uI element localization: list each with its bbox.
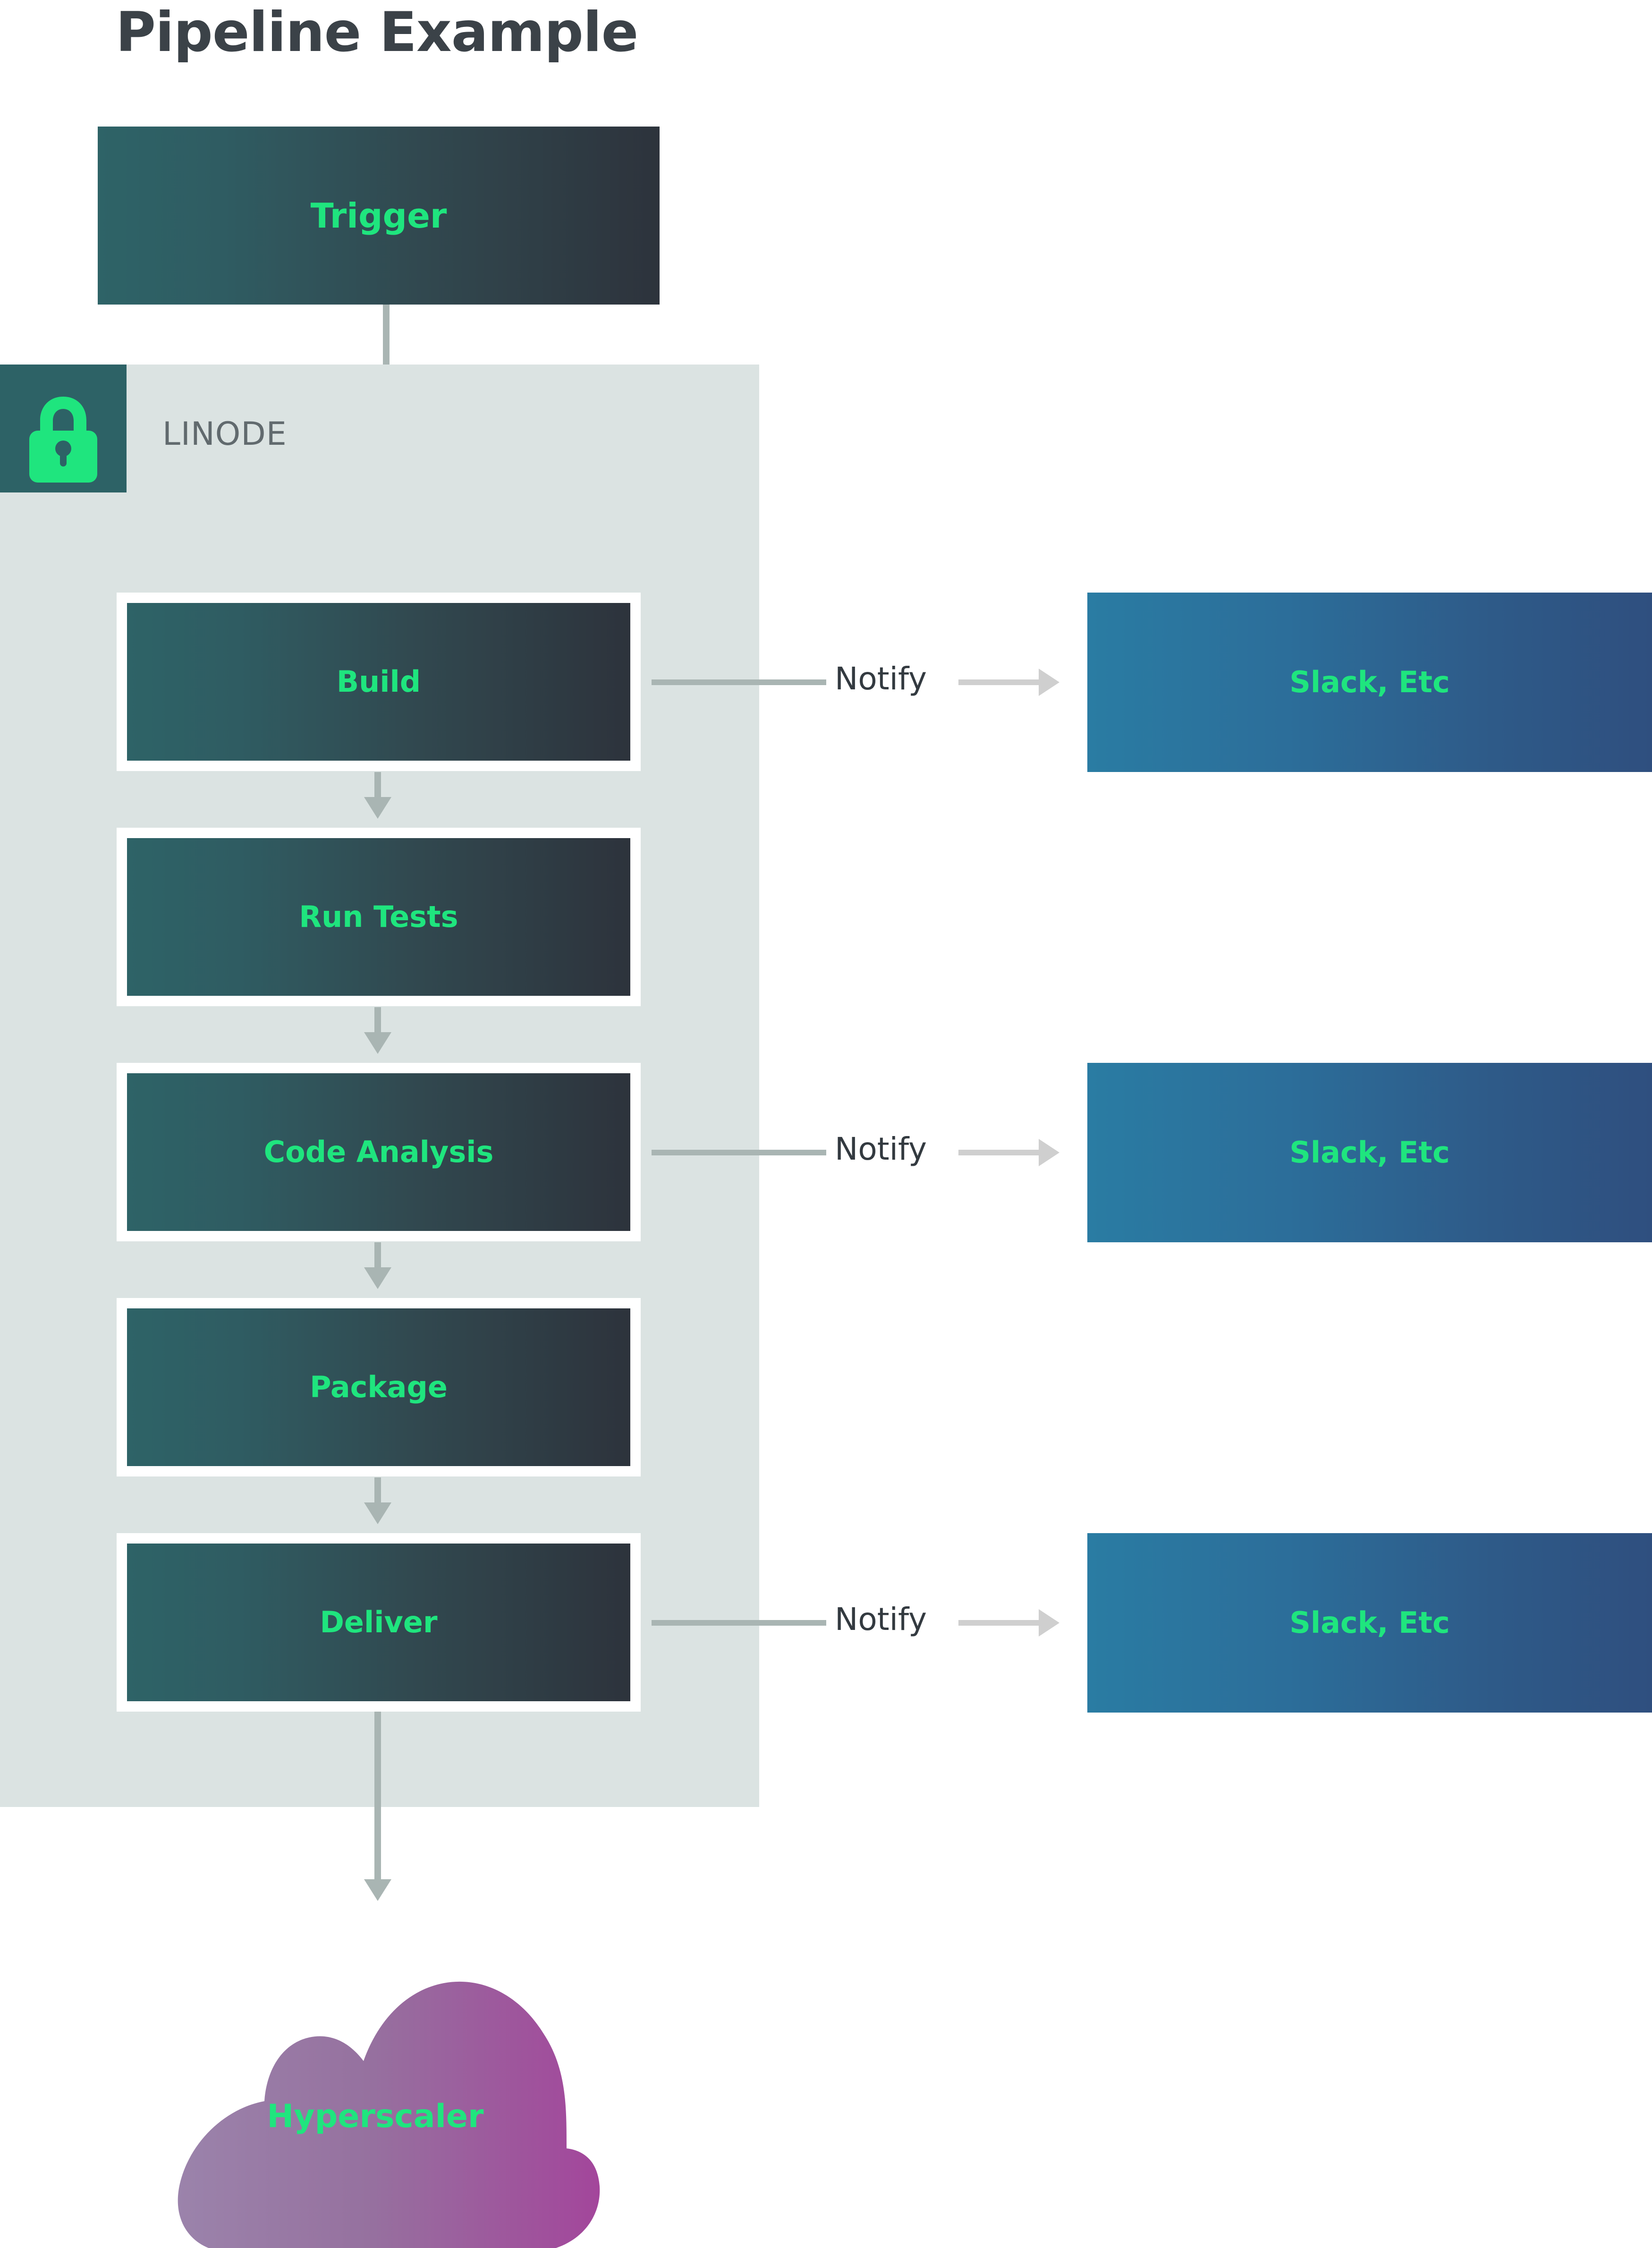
linode-zone-label: LINODE bbox=[162, 416, 287, 453]
node-build-label: Build bbox=[336, 664, 421, 699]
connector-build-to-run-tests bbox=[374, 772, 381, 798]
connector-code-analysis-to-package bbox=[374, 1242, 381, 1268]
node-hyperscaler[interactable] bbox=[142, 1950, 609, 2248]
connector-build-to-slack-label: Notify bbox=[835, 661, 927, 697]
node-slack-build[interactable]: Slack, Etc bbox=[1087, 593, 1652, 772]
connector-deliver-to-hyperscaler-arrowhead bbox=[364, 1879, 391, 1901]
connector-code-analysis-to-slack-line bbox=[652, 1150, 826, 1155]
node-slack-code-analysis[interactable]: Slack, Etc bbox=[1087, 1063, 1652, 1242]
node-code-analysis-label: Code Analysis bbox=[263, 1135, 494, 1169]
connector-run-tests-to-code-analysis bbox=[374, 1007, 381, 1033]
node-run-tests-label: Run Tests bbox=[299, 899, 458, 934]
connector-deliver-to-hyperscaler bbox=[374, 1712, 381, 1879]
lock-icon bbox=[0, 365, 127, 492]
node-slack-deliver-label: Slack, Etc bbox=[1289, 1605, 1450, 1640]
connector-deliver-to-slack-line bbox=[652, 1620, 826, 1626]
node-trigger-label: Trigger bbox=[310, 195, 447, 236]
node-hyperscaler-label: Hyperscaler bbox=[267, 2098, 484, 2135]
page-title: Pipeline Example bbox=[116, 0, 638, 64]
node-package-fill: Package bbox=[127, 1308, 630, 1466]
connector-deliver-to-slack-arrowhead bbox=[1039, 1609, 1059, 1637]
node-deliver-fill: Deliver bbox=[127, 1544, 630, 1701]
node-deliver[interactable]: Deliver bbox=[117, 1533, 641, 1712]
connector-deliver-to-slack-line-2 bbox=[958, 1620, 1041, 1626]
node-build-fill: Build bbox=[127, 603, 630, 761]
node-deliver-label: Deliver bbox=[320, 1605, 438, 1639]
connector-code-analysis-to-slack-line-2 bbox=[958, 1150, 1041, 1155]
node-run-tests[interactable]: Run Tests bbox=[117, 828, 641, 1006]
connector-run-tests-to-code-analysis-arrowhead bbox=[364, 1032, 391, 1054]
connector-build-to-slack-line bbox=[652, 679, 826, 685]
connector-build-to-slack-arrowhead bbox=[1039, 669, 1059, 696]
connector-build-to-run-tests-arrowhead bbox=[364, 797, 391, 819]
connector-deliver-to-slack-label: Notify bbox=[835, 1601, 927, 1637]
node-code-analysis[interactable]: Code Analysis bbox=[117, 1063, 641, 1241]
node-trigger[interactable]: Trigger bbox=[98, 127, 660, 305]
node-slack-deliver[interactable]: Slack, Etc bbox=[1087, 1533, 1652, 1713]
node-code-analysis-fill: Code Analysis bbox=[127, 1073, 630, 1231]
node-build[interactable]: Build bbox=[117, 593, 641, 771]
connector-package-to-deliver-arrowhead bbox=[364, 1502, 391, 1524]
connector-code-analysis-to-slack-arrowhead bbox=[1039, 1139, 1059, 1166]
node-run-tests-fill: Run Tests bbox=[127, 838, 630, 996]
connector-code-analysis-to-slack-label: Notify bbox=[835, 1131, 927, 1167]
connector-build-to-slack-line-2 bbox=[958, 679, 1041, 685]
node-package-label: Package bbox=[310, 1370, 448, 1404]
node-slack-code-analysis-label: Slack, Etc bbox=[1289, 1135, 1450, 1170]
node-slack-build-label: Slack, Etc bbox=[1289, 665, 1450, 699]
connector-code-analysis-to-package-arrowhead bbox=[364, 1267, 391, 1289]
connector-package-to-deliver bbox=[374, 1477, 381, 1503]
node-package[interactable]: Package bbox=[117, 1298, 641, 1476]
